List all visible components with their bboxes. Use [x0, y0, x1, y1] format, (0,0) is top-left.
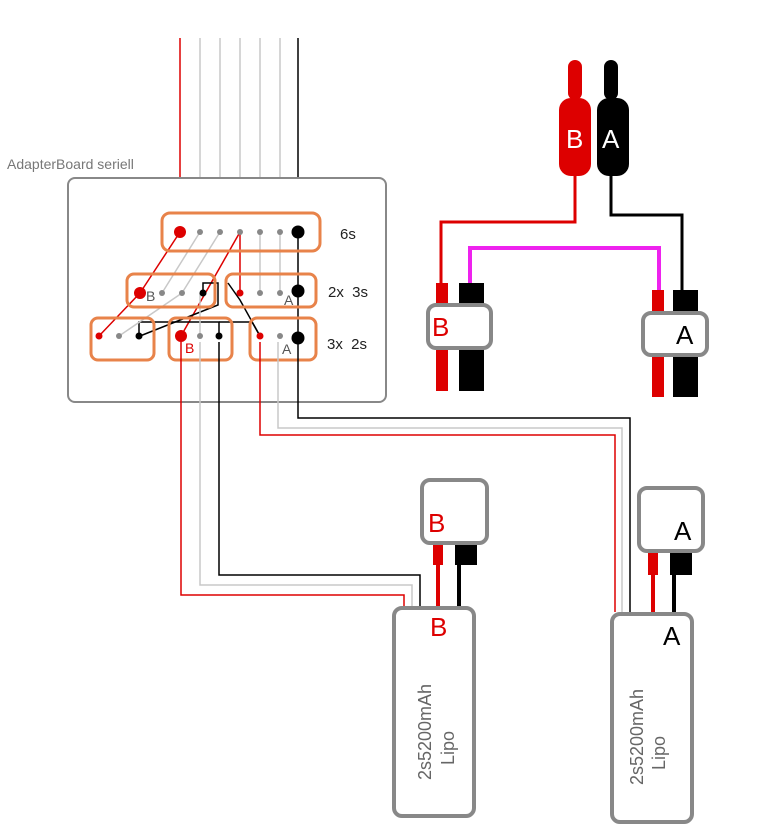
connector-3s-a	[224, 272, 318, 309]
battery-a-connector-letter: A	[674, 516, 692, 546]
board-title: AdapterBoard seriell	[7, 156, 134, 172]
connector-3s-b-letter: B	[146, 288, 155, 304]
battery-a-capacity: 2s5200mAh	[627, 689, 647, 785]
top-lead-bundle	[179, 38, 299, 232]
plug-b-letter: B	[566, 124, 583, 154]
balance-leads-to-battery-a	[259, 342, 631, 612]
connector-3s-b	[125, 272, 217, 309]
battery-b-letter: B	[430, 612, 447, 642]
upper-connector-b-letter: B	[432, 312, 449, 342]
battery-b-connector-letter: B	[428, 508, 445, 538]
battery-a-lead-connector	[637, 486, 705, 614]
config-label-2x3s: 2x 3s	[328, 284, 368, 301]
upper-connector-b	[426, 283, 493, 391]
battery-b-lead-connector	[420, 478, 489, 610]
charger-lead-b	[439, 60, 591, 290]
battery-b-capacity: 2s5200mAh	[415, 684, 435, 780]
battery-a	[610, 612, 694, 824]
balance-leads-to-battery-b	[180, 342, 421, 608]
connector-3s-a-letter: A	[284, 292, 294, 308]
battery-b	[392, 606, 476, 818]
battery-a-letter: A	[663, 621, 681, 651]
connector-2s-b-letter: B	[185, 340, 194, 356]
config-label-6s: 6s	[340, 226, 356, 243]
series-link	[468, 246, 661, 292]
battery-b-type: Lipo	[438, 731, 458, 765]
config-label-3x2s: 3x 2s	[327, 336, 367, 353]
plug-a-letter: A	[602, 124, 620, 154]
upper-connector-a	[641, 290, 709, 397]
connector-2s-a-letter: A	[282, 341, 292, 357]
board-internal-wiring	[98, 231, 299, 337]
connector-2s-a	[248, 316, 318, 362]
charger-lead-a	[597, 60, 684, 290]
battery-a-type: Lipo	[649, 736, 669, 770]
upper-connector-a-letter: A	[676, 320, 694, 350]
connector-6s	[160, 211, 322, 253]
connector-2s-left	[89, 316, 156, 362]
